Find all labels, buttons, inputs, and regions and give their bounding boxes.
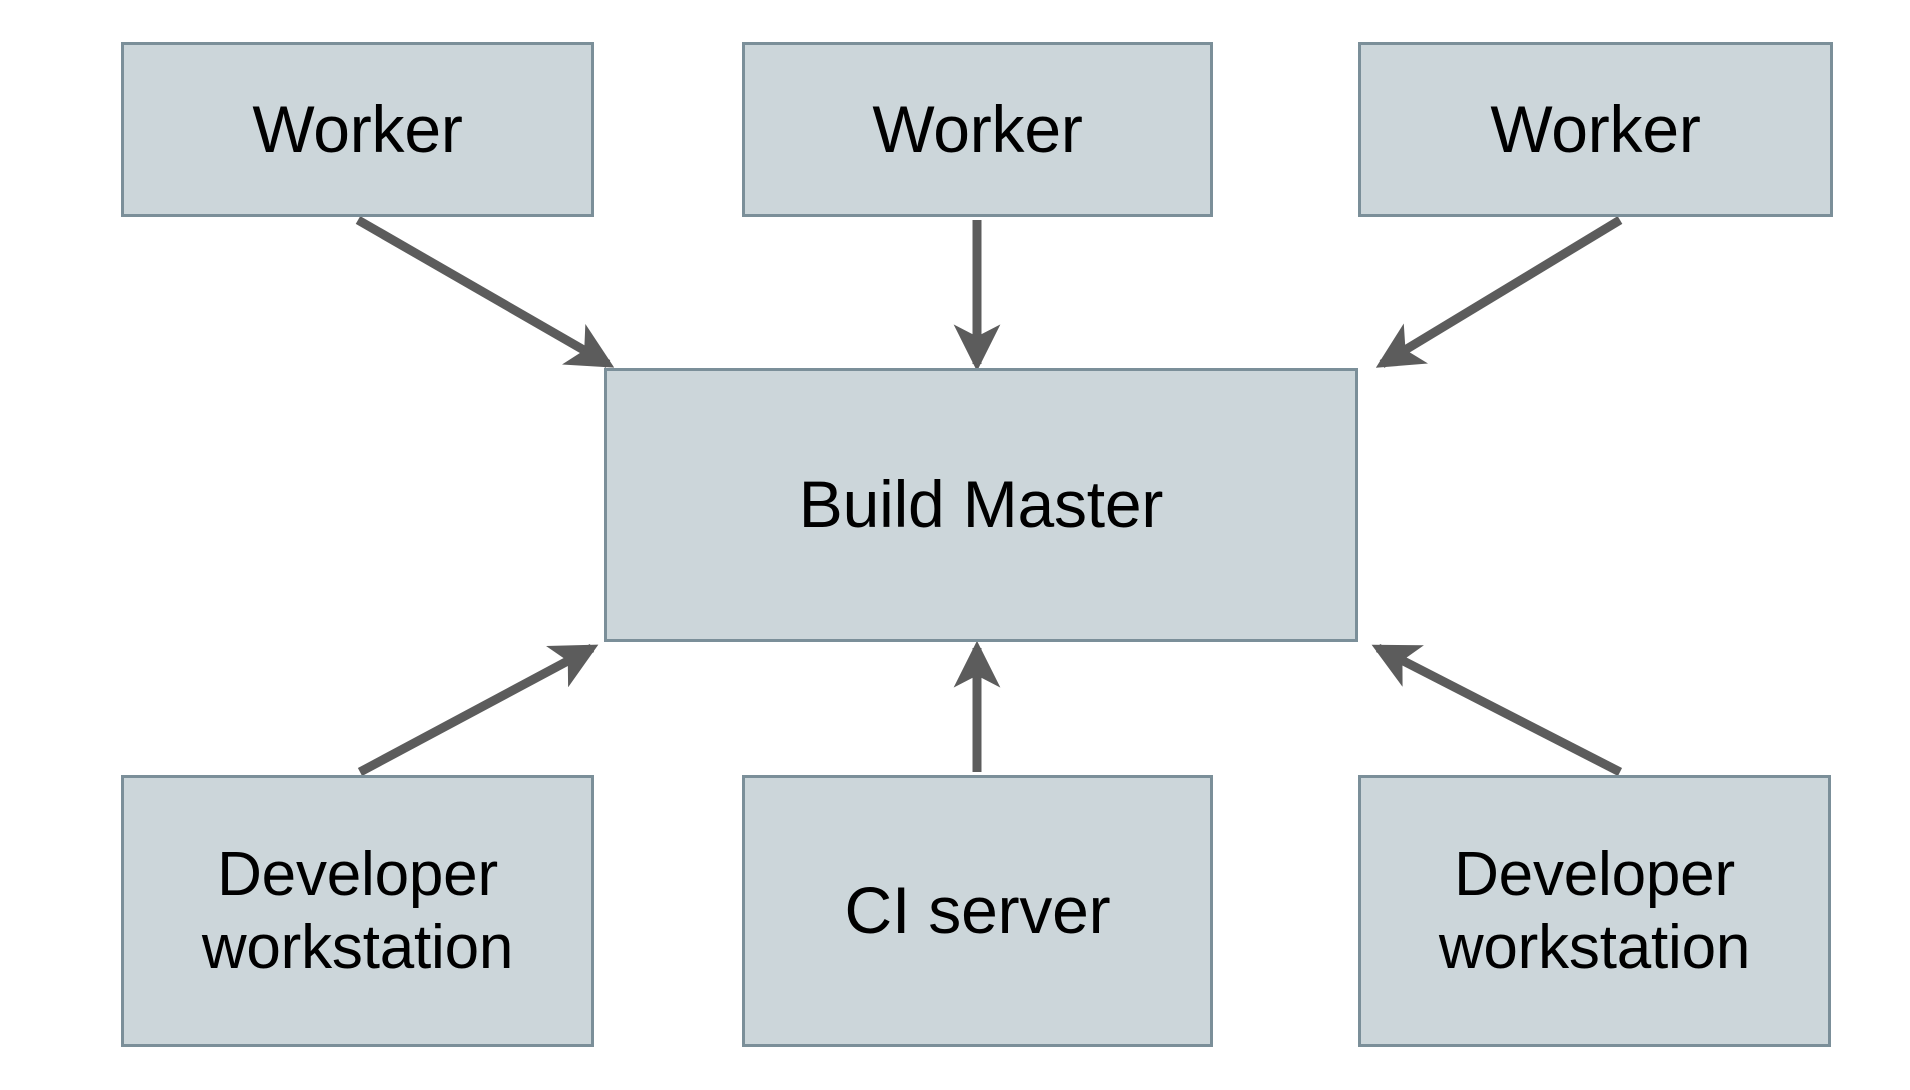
node-developer-workstation-left[interactable]: Developer workstation: [121, 775, 594, 1047]
node-ci-server[interactable]: CI server: [742, 775, 1213, 1047]
edge-worker-left-to-build-master: [355, 216, 615, 368]
node-label: Worker: [1490, 91, 1701, 166]
edge-developer-right-to-build-master: [1371, 643, 1623, 777]
node-worker-left[interactable]: Worker: [121, 42, 594, 217]
node-label: Build Master: [798, 467, 1164, 542]
edge-developer-left-to-build-master: [357, 644, 599, 776]
node-label: CI server: [844, 873, 1111, 948]
node-label: Developer workstation: [1438, 839, 1751, 982]
node-label: Developer workstation: [201, 839, 514, 982]
node-label: Worker: [872, 91, 1083, 166]
node-label: Worker: [252, 91, 463, 166]
node-worker-right[interactable]: Worker: [1358, 42, 1833, 217]
node-developer-workstation-right[interactable]: Developer workstation: [1358, 775, 1831, 1047]
node-worker-middle[interactable]: Worker: [742, 42, 1213, 217]
node-build-master[interactable]: Build Master: [604, 368, 1358, 642]
edge-worker-right-to-build-master: [1375, 216, 1623, 368]
